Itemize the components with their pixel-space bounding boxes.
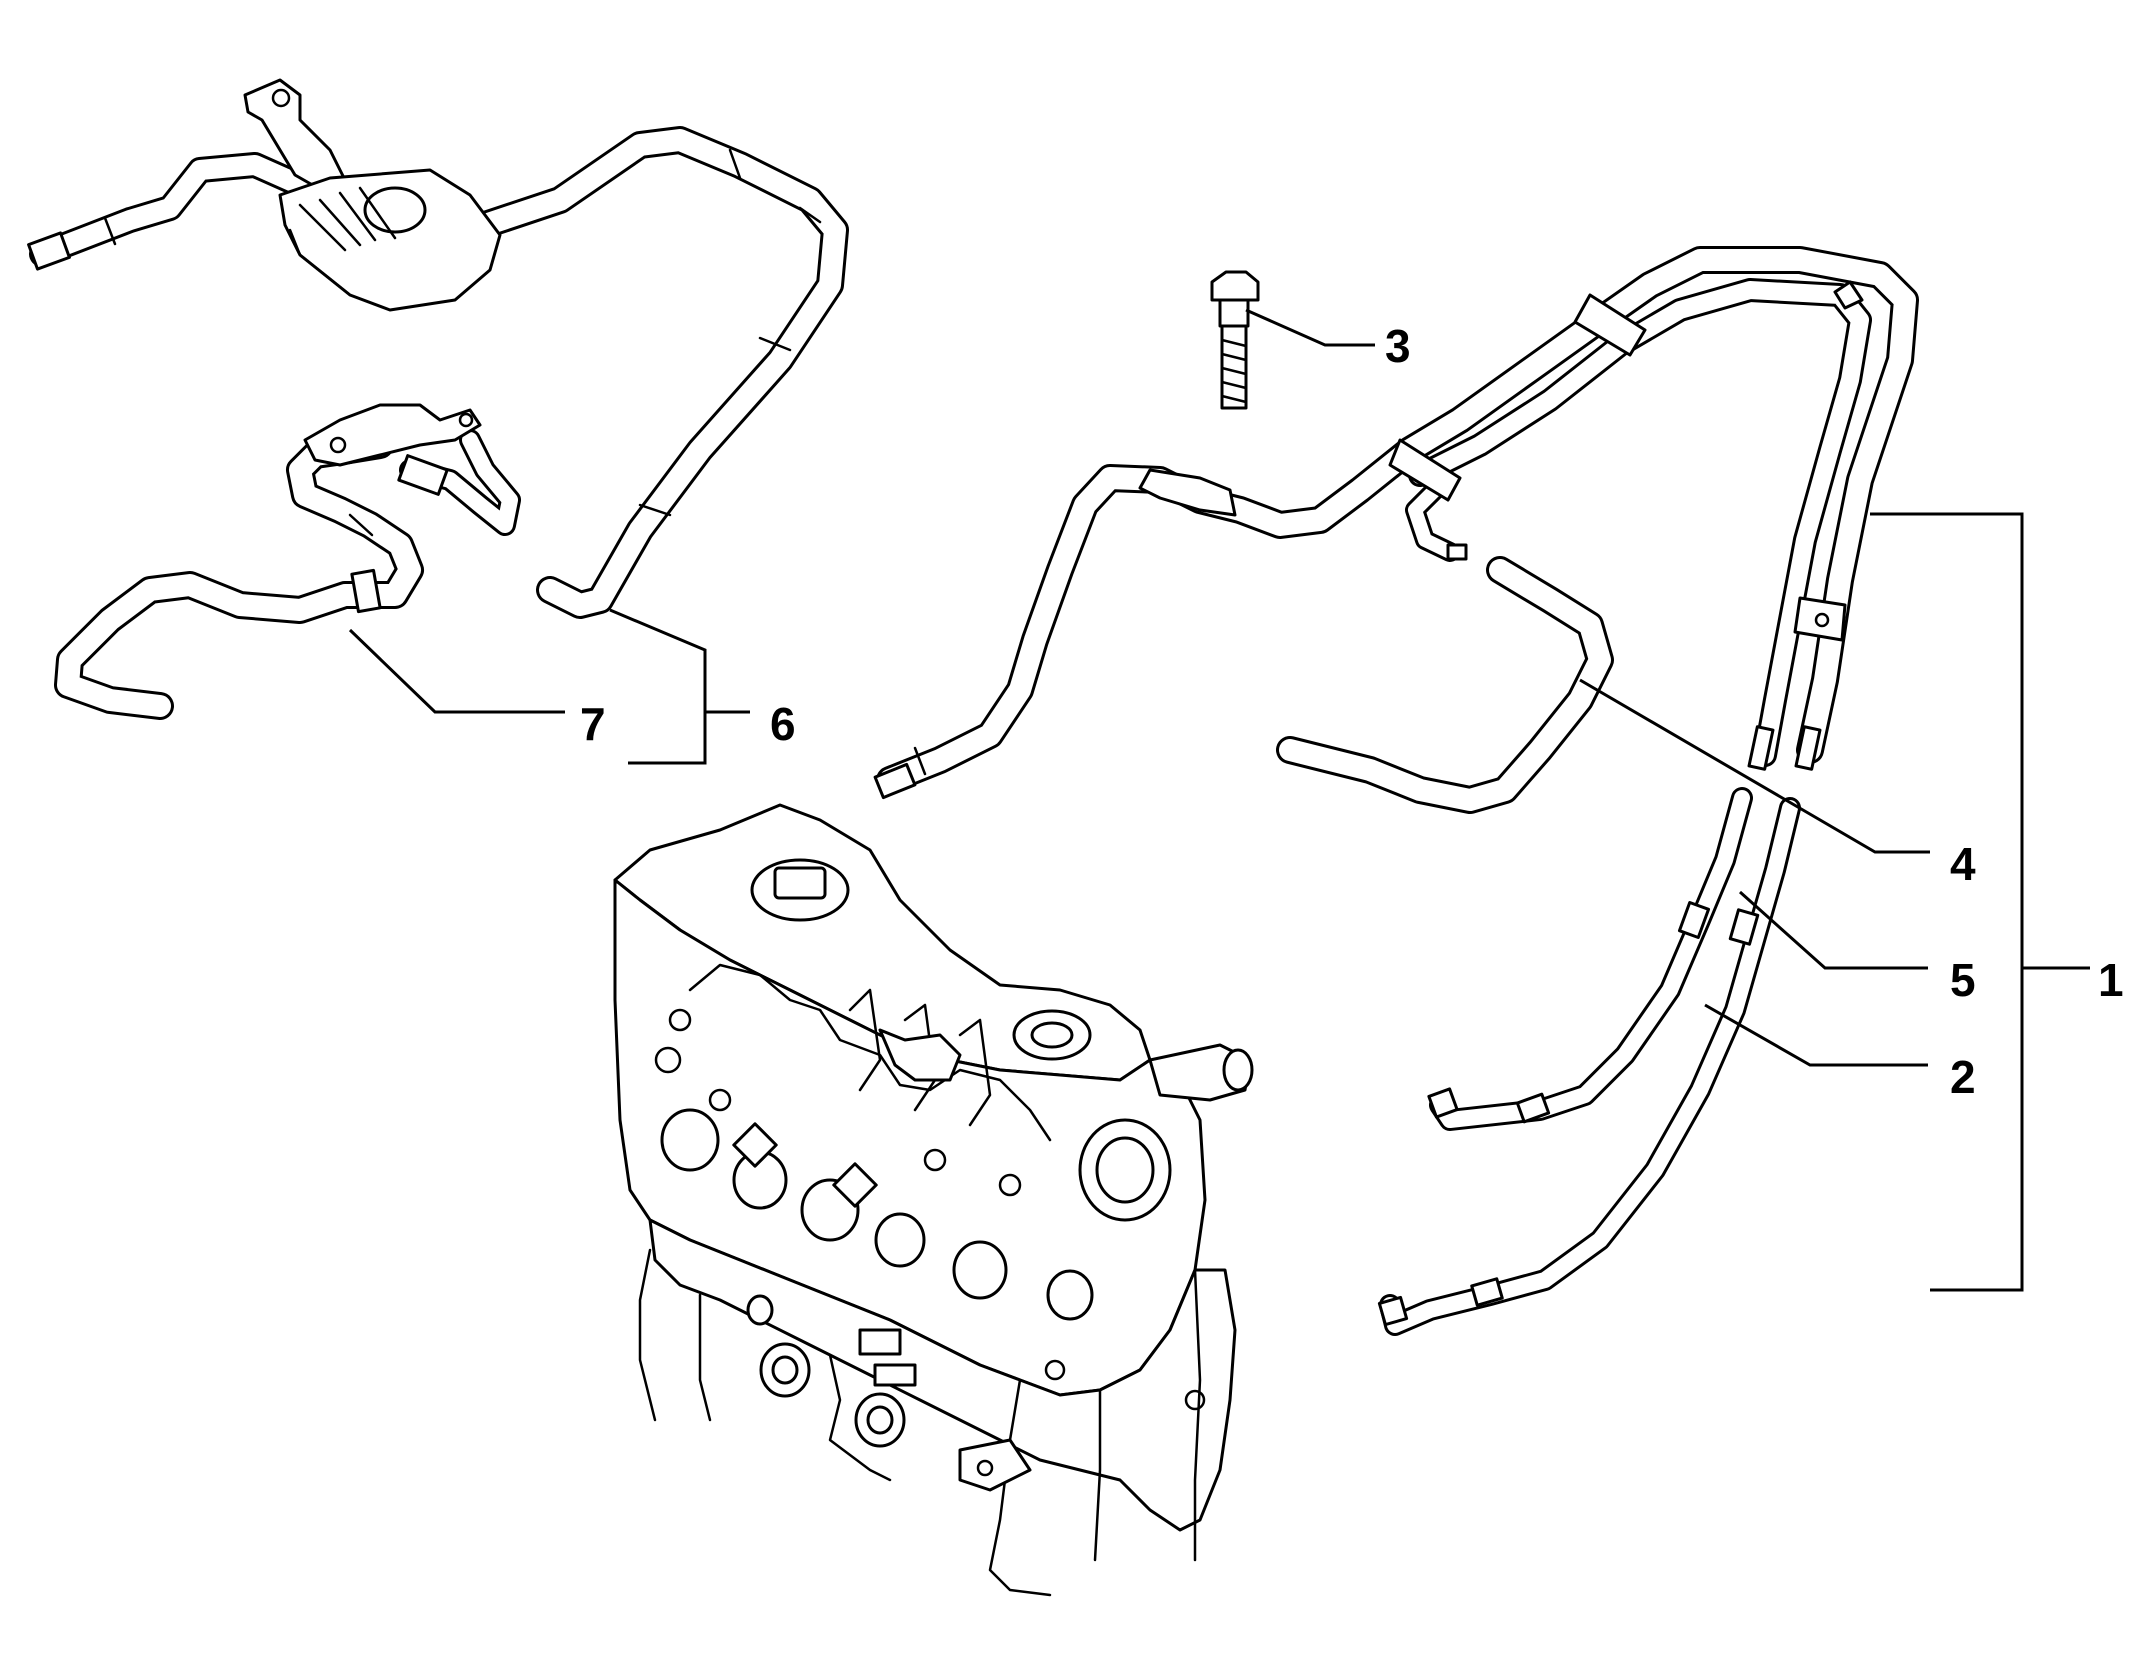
hose-with-bracket-part-6[interactable] [27, 78, 849, 619]
callout-1: 1 [2098, 954, 2124, 1006]
callout-2: 2 [1950, 1051, 1976, 1103]
callouts: 3 7 6 4 5 1 2 [580, 320, 2124, 1103]
callout-7: 7 [580, 698, 606, 750]
hose-lower-long-part-2[interactable] [1377, 797, 1801, 1336]
engine-block [613, 803, 1254, 1597]
hose-with-clamp-part-7[interactable] [54, 403, 521, 720]
leader-lines [348, 308, 2090, 1292]
hose-assembly-part-1[interactable] [873, 246, 1919, 800]
callout-4: 4 [1950, 838, 1976, 890]
hose-lower-short-part-5[interactable] [1427, 787, 1753, 1131]
callout-3: 3 [1385, 320, 1411, 372]
callout-5: 5 [1950, 954, 1976, 1006]
bolt-part-3[interactable] [1210, 270, 1260, 410]
hose-short-part-4[interactable] [1276, 556, 1614, 814]
callout-6: 6 [770, 698, 796, 750]
